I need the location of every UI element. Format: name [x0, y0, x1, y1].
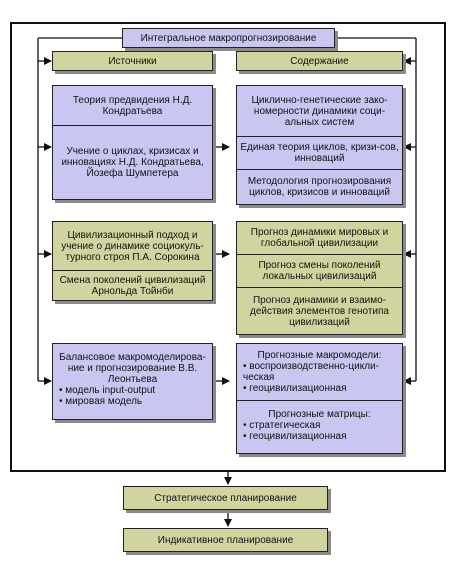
content-text: Прогноз динамики мировых и глобальной ци… [250, 227, 389, 249]
bullet-text: геоцивилизационная [249, 431, 347, 442]
bullet-item: • мировая модель [59, 396, 143, 407]
bullet-text: стратегическая [249, 420, 321, 431]
source-box: Учение о циклах, кризисах и инновациях Н… [53, 125, 212, 199]
content-box: Прогноз динамики и взаимо-действия элеме… [237, 287, 402, 334]
source-text: Смена поколений цивилизаций Арнольда Той… [59, 274, 206, 297]
outer-frame [10, 22, 446, 472]
bullet-item: • геоцивилизационная [243, 431, 347, 442]
forecast-matrices-block: Прогнозные матрицы: • стратегическая • г… [237, 401, 402, 453]
bullet-item: • стратегическая [243, 420, 321, 431]
sources-header-text: Источники [108, 55, 157, 67]
content-box: Циклично-генетические зако-номерности ди… [237, 86, 402, 136]
sources-header: Источники [52, 51, 213, 71]
diagram-title: Интегральное макропрогнозирование [122, 28, 335, 48]
indicative-planning-text: Индикативное планирование [157, 534, 294, 546]
content-group-2: Прогноз динамики мировых и глобальной ци… [236, 221, 403, 335]
content-text: Прогноз динамики и взаимо-действия элеме… [249, 294, 389, 328]
forecast-models-block: Прогнозные макромодели: • воспроизводств… [237, 344, 402, 401]
sources-group-3: Балансовое макромоделирова-ние и прогноз… [52, 343, 213, 420]
block-heading: Прогнозные матрицы: [268, 409, 371, 420]
sources-group-1: Теория предвидения Н.Д. Кондратьева Учен… [52, 85, 213, 200]
source-box: Теория предвидения Н.Д. Кондратьева [53, 86, 212, 125]
content-header: Содержание [236, 51, 403, 71]
source-text: Балансовое макромоделирова-ние и прогноз… [59, 352, 206, 385]
bullet-text: воспроизводственно-цикли-ческая [243, 361, 379, 383]
source-text: Цивилизационный подход и учение о динами… [61, 229, 204, 263]
indicative-planning-box: Индикативное планирование [123, 528, 328, 552]
title-text: Интегральное макропрогнозирование [140, 32, 317, 44]
content-box: Прогноз динамики мировых и глобальной ци… [237, 222, 402, 254]
content-text: Единая теория циклов, кризи-сов, инновац… [240, 142, 399, 164]
strategic-planning-text: Стратегическое планирование [154, 492, 297, 504]
sources-group-2: Цивилизационный подход и учение о динами… [52, 221, 213, 301]
content-box: Прогноз смены поколений локальных цивили… [237, 254, 402, 287]
content-group-3: Прогнозные макромодели: • воспроизводств… [236, 343, 403, 454]
bullet-item: • геоцивилизационная [243, 383, 347, 394]
bullet-item: • воспроизводственно-цикли-ческая [243, 361, 379, 383]
block-heading: Прогнозные макромодели: [257, 350, 382, 361]
bullet-text: мировая модель [65, 396, 143, 407]
content-text: Циклично-генетические зако-номерности ди… [251, 94, 388, 128]
bullet-text: модель input-output [65, 385, 156, 396]
content-box: Единая теория циклов, кризи-сов, инновац… [237, 136, 402, 169]
content-group-1: Циклично-генетические зако-номерности ди… [236, 85, 403, 205]
bullet-text: геоцивилизационная [249, 383, 347, 394]
content-header-text: Содержание [290, 55, 349, 67]
source-text: Теория предвидения Н.Д. Кондратьева [72, 94, 193, 117]
source-box: Цивилизационный подход и учение о динами… [53, 222, 212, 270]
source-text: Учение о циклах, кризисах и инновациях Н… [61, 146, 204, 179]
content-box: Методология прогнозирования циклов, криз… [237, 169, 402, 204]
source-box: Смена поколений цивилизаций Арнольда Той… [53, 270, 212, 300]
content-text: Методология прогнозирования циклов, криз… [247, 176, 392, 198]
strategic-planning-box: Стратегическое планирование [123, 486, 328, 510]
bullet-item: • модель input-output [59, 385, 156, 396]
content-text: Прогноз смены поколений локальных цивили… [258, 260, 381, 282]
